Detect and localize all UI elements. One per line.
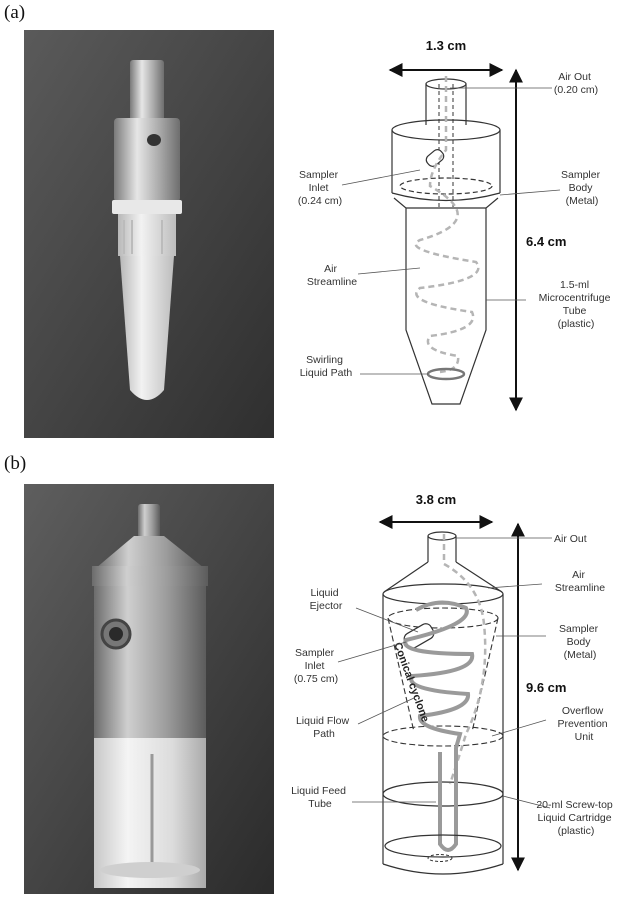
liquid-flow-path	[403, 600, 475, 852]
swirling-liquid-ring	[426, 367, 466, 381]
air-streamline-label-a: Air Streamline	[307, 263, 357, 288]
feed-tube-label: Liquid Feed Tube	[291, 785, 349, 810]
width-dimension-a: 1.3 cm	[426, 38, 466, 53]
air-out-label-b: Air Out	[554, 533, 587, 545]
sampler-a-photo	[24, 30, 274, 438]
sampler-a-schematic: 1.3 cm 6.4 cm Air Out (0.20 cm) Sampler …	[298, 38, 614, 412]
liquid-flow-label: Liquid Flow Path	[296, 715, 352, 740]
height-dimension-b: 9.6 cm	[526, 680, 566, 695]
panel-a-label: (a)	[4, 2, 26, 23]
panel-b-label: (b)	[4, 453, 27, 474]
sampler-b-schematic: 3.8 cm 9.6 cm Conical cyclone Air Out Ai…	[291, 492, 615, 875]
air-streamline-label-b: Air Streamline	[555, 569, 605, 594]
swirling-label-a: Swirling Liquid Path	[300, 354, 353, 379]
sampler-b-photo	[24, 484, 274, 894]
tube-label-a: 1.5-ml Microcentrifuge Tube (plastic)	[539, 279, 614, 330]
sampler-body-label-b: Sampler Body (Metal)	[559, 623, 601, 661]
air-streamline-b	[442, 534, 487, 785]
sampler-inlet-label-a: Sampler Inlet (0.24 cm)	[298, 169, 342, 207]
overflow-label: Overflow Prevention Unit	[557, 705, 610, 743]
width-dimension-b: 3.8 cm	[416, 492, 456, 507]
sampler-inlet-label-b: Sampler Inlet (0.75 cm)	[294, 647, 338, 685]
height-dimension-a: 6.4 cm	[526, 234, 566, 249]
air-out-label-a: Air Out (0.20 cm)	[554, 71, 598, 96]
liquid-ejector-label: Liquid Ejector	[310, 587, 343, 612]
air-streamline-a	[414, 76, 480, 374]
cartridge-label: 20-ml Screw-top Liquid Cartridge (plasti…	[536, 799, 615, 837]
sampler-body-label-a: Sampler Body (Metal)	[561, 169, 603, 207]
